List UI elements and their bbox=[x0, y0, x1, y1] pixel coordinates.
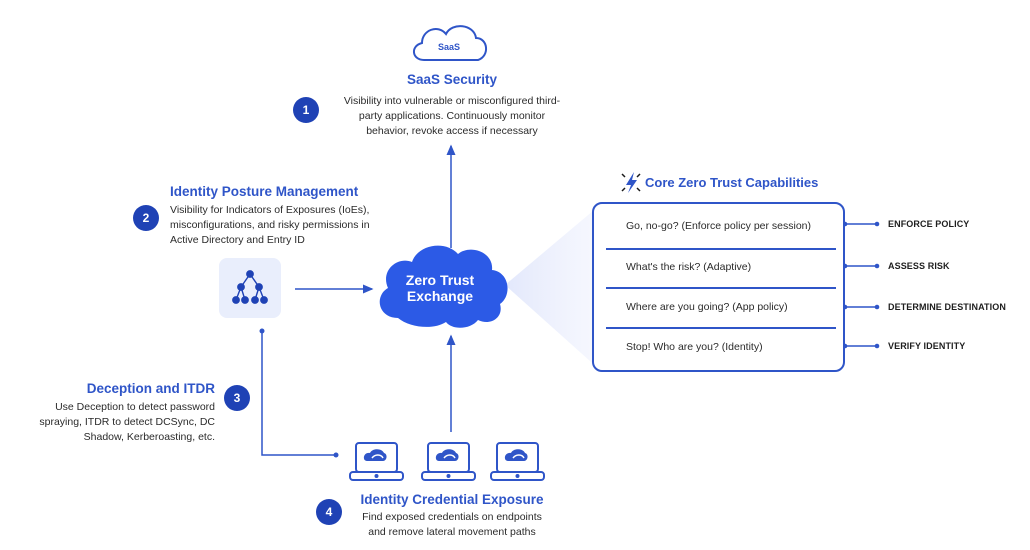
credential-exposure-description: Find exposed credentials on endpoints an… bbox=[346, 510, 558, 540]
laptop-icon bbox=[349, 442, 404, 481]
deception-itdr-title: Deception and ITDR bbox=[86, 381, 215, 396]
step-badge-1: 1 bbox=[293, 97, 319, 123]
text-line: behavior, revoke access if necessary bbox=[366, 125, 538, 137]
exchange-line-2: Exchange bbox=[406, 288, 474, 304]
text-line: Use Deception to detect password bbox=[55, 401, 215, 413]
capability-connectors bbox=[842, 221, 880, 349]
identity-icon-tile bbox=[219, 258, 281, 318]
lightning-spark-icon bbox=[621, 172, 641, 193]
divider bbox=[606, 248, 836, 250]
saas-security-title: SaaS Security bbox=[406, 72, 498, 87]
credential-exposure-title: Identity Credential Exposure bbox=[360, 492, 544, 507]
identity-posture-title: Identity Posture Management bbox=[170, 184, 359, 199]
laptop-icon bbox=[421, 442, 476, 481]
capability-question: Where are you going? (App policy) bbox=[626, 301, 788, 313]
text-line: Visibility for Indicators of Exposures (… bbox=[170, 204, 370, 216]
identity-posture-description: Visibility for Indicators of Exposures (… bbox=[170, 203, 430, 248]
step-badge-3: 3 bbox=[224, 385, 250, 411]
text-line: misconfigurations, and risky permissions… bbox=[170, 219, 370, 231]
divider bbox=[606, 287, 836, 289]
laptop-icon bbox=[490, 442, 545, 481]
capability-label-verify-identity: VERIFY IDENTITY bbox=[888, 341, 966, 351]
capability-question: Go, no-go? (Enforce policy per session) bbox=[626, 220, 812, 232]
exchange-line-1: Zero Trust bbox=[405, 272, 475, 288]
saas-security-description: Visibility into vulnerable or misconfigu… bbox=[330, 94, 574, 139]
capability-question: Stop! Who are you? (Identity) bbox=[626, 341, 763, 353]
deception-connector bbox=[261, 331, 336, 456]
divider bbox=[606, 327, 836, 329]
text-line: party applications. Continuously monitor bbox=[358, 110, 546, 122]
step-badge-4: 4 bbox=[316, 499, 342, 525]
focus-beam bbox=[505, 205, 600, 370]
capability-label-enforce-policy: ENFORCE POLICY bbox=[888, 219, 970, 229]
saas-cloud-label: SaaS bbox=[437, 42, 461, 52]
capabilities-title: Core Zero Trust Capabilities bbox=[645, 175, 819, 190]
text-line: Visibility into vulnerable or misconfigu… bbox=[343, 95, 561, 107]
step-badge-2: 2 bbox=[133, 205, 159, 231]
capability-label-assess-risk: ASSESS RISK bbox=[888, 261, 950, 271]
capability-label-determine-destination: DETERMINE DESTINATION bbox=[888, 302, 1006, 312]
text-line: Active Directory and Entry ID bbox=[170, 234, 305, 246]
deception-itdr-description: Use Deception to detect password sprayin… bbox=[10, 400, 215, 445]
saas-cloud-icon bbox=[413, 25, 487, 61]
capability-question: What's the risk? (Adaptive) bbox=[626, 261, 752, 273]
capabilities-panel: Go, no-go? (Enforce policy per session) … bbox=[592, 202, 845, 372]
text-line: spraying, ITDR to detect DCSync, DC bbox=[39, 416, 215, 428]
zero-trust-exchange-cloud bbox=[379, 245, 508, 328]
text-line: and remove lateral movement paths bbox=[368, 526, 536, 538]
hierarchy-tree-icon bbox=[232, 270, 268, 304]
text-line: Find exposed credentials on endpoints bbox=[362, 511, 542, 523]
zero-trust-exchange-label: Zero Trust Exchange bbox=[380, 272, 500, 304]
text-line: Shadow, Kerberoasting, etc. bbox=[83, 431, 215, 443]
